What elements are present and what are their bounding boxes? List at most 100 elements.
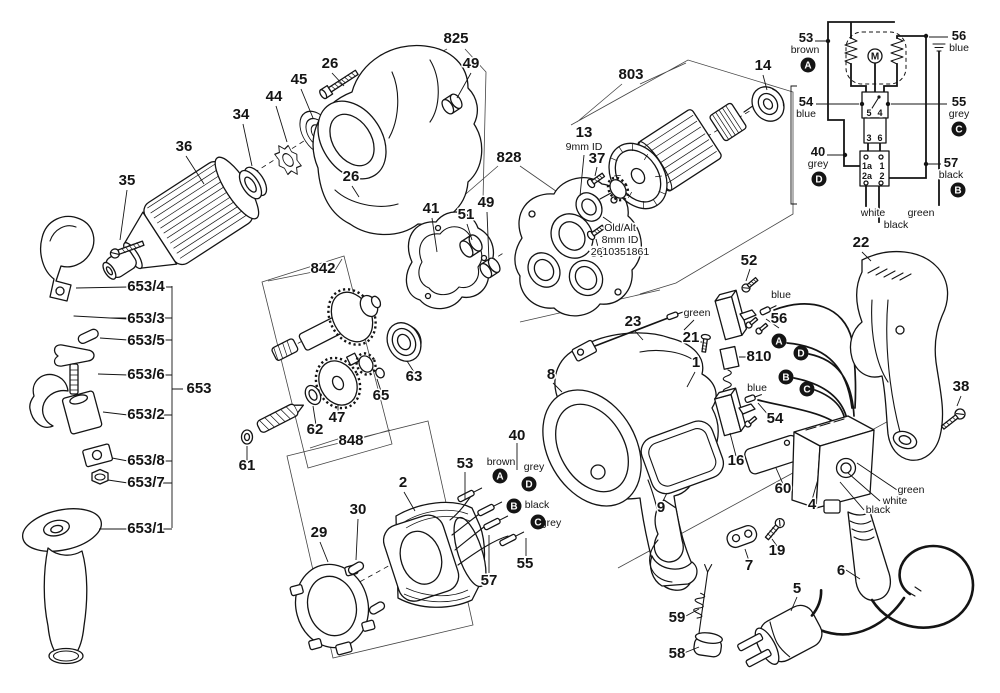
label-653-3: 653/3: [127, 310, 165, 327]
brush-holder-upper: [714, 289, 748, 341]
label-53: 53: [457, 455, 474, 472]
label-825: 825: [443, 30, 468, 47]
label-653-4: 653/4: [127, 278, 165, 295]
nut-plate-653-8: [82, 443, 114, 468]
screw-38: [940, 408, 966, 430]
brush-clip-lower: [738, 403, 758, 428]
front-bearing-13: [575, 192, 603, 222]
schematic-circle-D: D: [811, 171, 827, 187]
label-9: 9: [657, 499, 665, 516]
label-44: 44: [266, 88, 283, 105]
svg-text:D: D: [797, 349, 804, 360]
schematic-terminal-5: 5: [866, 108, 871, 118]
clamp-body-653-2: [29, 373, 103, 435]
label-35: 35: [119, 172, 136, 189]
screw-19: [764, 517, 785, 541]
field-coil-lead-wires: [449, 495, 509, 566]
schematic-terminal-2a: 2a: [862, 171, 873, 181]
label-26-upper: 26: [322, 55, 339, 72]
schematic-terminal-2: 2: [879, 171, 884, 181]
label-2: 2: [399, 474, 407, 491]
brush-clip-upper: [739, 309, 769, 335]
handle-cover-22: [849, 250, 949, 461]
label-653-7: 653/7: [127, 474, 165, 491]
label-7: 7: [745, 557, 753, 574]
note-9mm-id: 9mm ID: [566, 141, 603, 153]
wire-label-blue-upper: blue: [771, 289, 791, 301]
label-22: 22: [853, 234, 870, 251]
schematic-terminal-1a: 1a: [862, 161, 873, 171]
label-59: 59: [669, 609, 686, 626]
gear-47: [314, 356, 362, 410]
terminal-pin-black: [483, 515, 509, 531]
terminal-circle-C-coil: C: [530, 514, 546, 530]
label-61: 61: [239, 457, 256, 474]
schematic-wire-grey-40: grey: [808, 158, 829, 170]
pin-30-upper: [347, 561, 365, 575]
terminal-circle-A-coil: A: [492, 468, 508, 484]
power-plug-5: [737, 588, 823, 668]
wiring-schematic: [790, 21, 948, 223]
schematic-wire-black-57: black: [939, 169, 964, 181]
label-4: 4: [808, 496, 817, 513]
label-14: 14: [755, 57, 772, 74]
label-57: 57: [481, 572, 498, 589]
small-parts-65: [345, 352, 385, 379]
star-lock-washer-44: [274, 144, 302, 176]
schematic-terminal-1: 1: [879, 161, 884, 171]
bushing-49-lower: [479, 257, 501, 279]
gasket-41: [405, 211, 495, 310]
terminal-ferrule-blue-lower: [744, 394, 762, 404]
wire-label-grey-d: grey: [524, 461, 545, 473]
schematic-terminal-3: 3: [866, 133, 871, 143]
schematic-wires: [827, 21, 940, 223]
wire-label-brown: brown: [487, 456, 516, 468]
switch-4: [791, 415, 875, 514]
label-40: 40: [509, 427, 526, 444]
label-36: 36: [176, 138, 193, 155]
label-23: 23: [625, 313, 642, 330]
schematic-label-56: 56: [952, 28, 966, 43]
bearing-14: [751, 86, 785, 122]
field-coil-symbol-left: [844, 37, 858, 65]
wire-label-black-cord: black: [866, 504, 891, 516]
wire-label-white-cord: white: [882, 495, 908, 507]
svg-text:A: A: [496, 472, 503, 483]
aux-handle-bracket: [163, 286, 183, 530]
power-cord: [818, 544, 975, 636]
rod-653-3: [73, 315, 129, 320]
schematic-circle-B: B: [950, 182, 966, 198]
label-26-lower: 26: [343, 168, 360, 185]
wire-label-green-cord: green: [898, 484, 925, 496]
terminal-ferrule-blue-upper: [759, 305, 777, 316]
svg-text:D: D: [525, 480, 532, 491]
ground-symbol: [932, 43, 946, 52]
wire-label-black-b: black: [525, 499, 550, 511]
label-13: 13: [576, 124, 593, 141]
svg-text:C: C: [534, 518, 541, 529]
nut-653-7: [91, 468, 109, 485]
terminal-pin-grey-d: [477, 501, 503, 517]
schematic-label-40: 40: [811, 144, 825, 159]
washer-62: [304, 384, 322, 406]
schematic-terminal-6: 6: [877, 133, 882, 143]
terminal-circle-D-coil: D: [521, 476, 537, 492]
wing-bolt-653-6: [53, 344, 95, 395]
bearing-plate-828: [514, 177, 643, 317]
terminal-circle-B-switch: B: [778, 369, 794, 385]
terminal-pin-brown: [457, 487, 483, 503]
bushing-49-upper: [441, 93, 463, 115]
label-653-1: 653/1: [127, 520, 165, 537]
svg-text:B: B: [510, 502, 517, 513]
worm-shaft-848: [256, 403, 305, 433]
screw-37-upper: [586, 172, 606, 189]
label-63: 63: [406, 368, 423, 385]
label-842: 842: [310, 260, 335, 277]
terminal-circle-B-coil: B: [506, 498, 522, 514]
screw-26-upper: [319, 69, 359, 100]
switch-symbol-lower-box: [863, 117, 887, 144]
label-21: 21: [683, 329, 700, 346]
brush-holder-lower-16: [713, 387, 747, 437]
